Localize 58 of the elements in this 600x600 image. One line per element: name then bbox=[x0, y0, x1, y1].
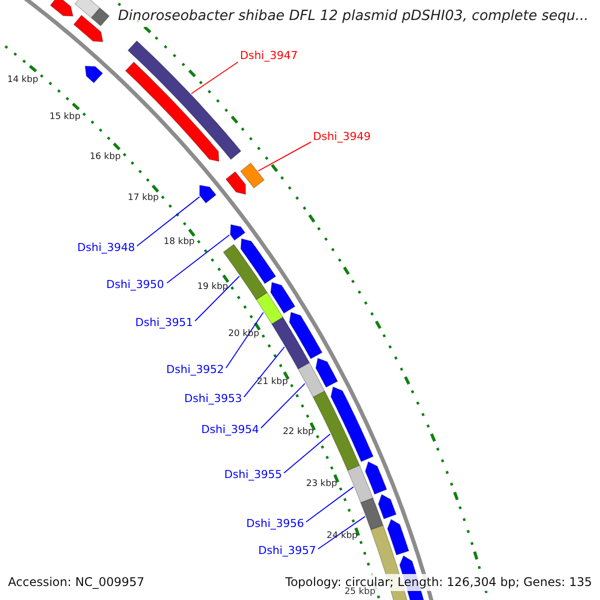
gene-segment bbox=[73, 14, 104, 42]
gene-label: Dshi_3955 bbox=[224, 468, 282, 482]
gene-segment bbox=[90, 7, 110, 26]
leader-line bbox=[194, 276, 240, 322]
gene-label: Dshi_3948 bbox=[77, 242, 135, 254]
scale-label: 25 kbp bbox=[344, 588, 376, 598]
gene-label: Dshi_3956 bbox=[246, 518, 304, 530]
gene-segment bbox=[298, 362, 326, 398]
leader-line bbox=[306, 486, 354, 522]
gene-segment bbox=[240, 162, 265, 189]
leader-line bbox=[244, 346, 285, 398]
leader-line bbox=[318, 516, 366, 550]
leader-line bbox=[190, 62, 238, 94]
scale-label: 16 kbp bbox=[90, 152, 121, 163]
gene-segment bbox=[199, 184, 217, 204]
gene-segment bbox=[347, 464, 374, 504]
gene-label: Dshi_3953 bbox=[184, 392, 242, 406]
scale-label: 21 kbp bbox=[256, 378, 288, 388]
gene-label: Dshi_3947 bbox=[240, 50, 298, 62]
leader-line bbox=[136, 196, 200, 246]
leader-line bbox=[226, 312, 264, 368]
gene-segment bbox=[50, 0, 74, 17]
gene-segment bbox=[378, 494, 397, 520]
gene-segment bbox=[270, 282, 296, 314]
gene-label: Dshi_3951 bbox=[135, 316, 193, 330]
gene-segment bbox=[256, 292, 284, 325]
gene-segment bbox=[127, 40, 242, 160]
gene-segment bbox=[360, 497, 384, 530]
gene-segment bbox=[84, 66, 104, 84]
gene-segment bbox=[312, 390, 360, 472]
scale-label: 18 kbp bbox=[164, 238, 195, 248]
gene-segment bbox=[288, 312, 323, 360]
gene-segment bbox=[315, 358, 338, 388]
gene-segment bbox=[225, 171, 246, 195]
gene-segment bbox=[271, 316, 310, 370]
scale-label: 17 kbp bbox=[128, 194, 159, 204]
gene-label: Dshi_3949 bbox=[313, 130, 371, 144]
scale-label: 14 kbp bbox=[7, 76, 38, 86]
scale-label: 19 kbp bbox=[197, 282, 228, 293]
gene-label: Dshi_3950 bbox=[106, 278, 164, 292]
gene-label: Dshi_3957 bbox=[258, 544, 316, 558]
leader-line bbox=[258, 142, 312, 172]
gene-segment bbox=[387, 518, 410, 556]
scale-label: 24 kbp bbox=[326, 532, 358, 542]
scale-label: 23 kbp bbox=[306, 480, 338, 490]
gene-segment bbox=[330, 386, 374, 462]
gene-segment bbox=[364, 461, 388, 495]
gene-segment bbox=[74, 0, 100, 18]
scale-label: 15 kbp bbox=[49, 113, 80, 124]
gene-label: Dshi_3954 bbox=[201, 424, 259, 436]
gene-segment bbox=[230, 224, 246, 241]
gene-segment bbox=[240, 238, 276, 284]
leader-line bbox=[166, 234, 230, 284]
leader-line bbox=[260, 383, 306, 428]
gene-segment bbox=[124, 62, 220, 162]
gene-label: Dshi_3952 bbox=[166, 364, 224, 376]
scale-label: 22 kbp bbox=[282, 428, 314, 438]
leader-line bbox=[284, 433, 331, 474]
